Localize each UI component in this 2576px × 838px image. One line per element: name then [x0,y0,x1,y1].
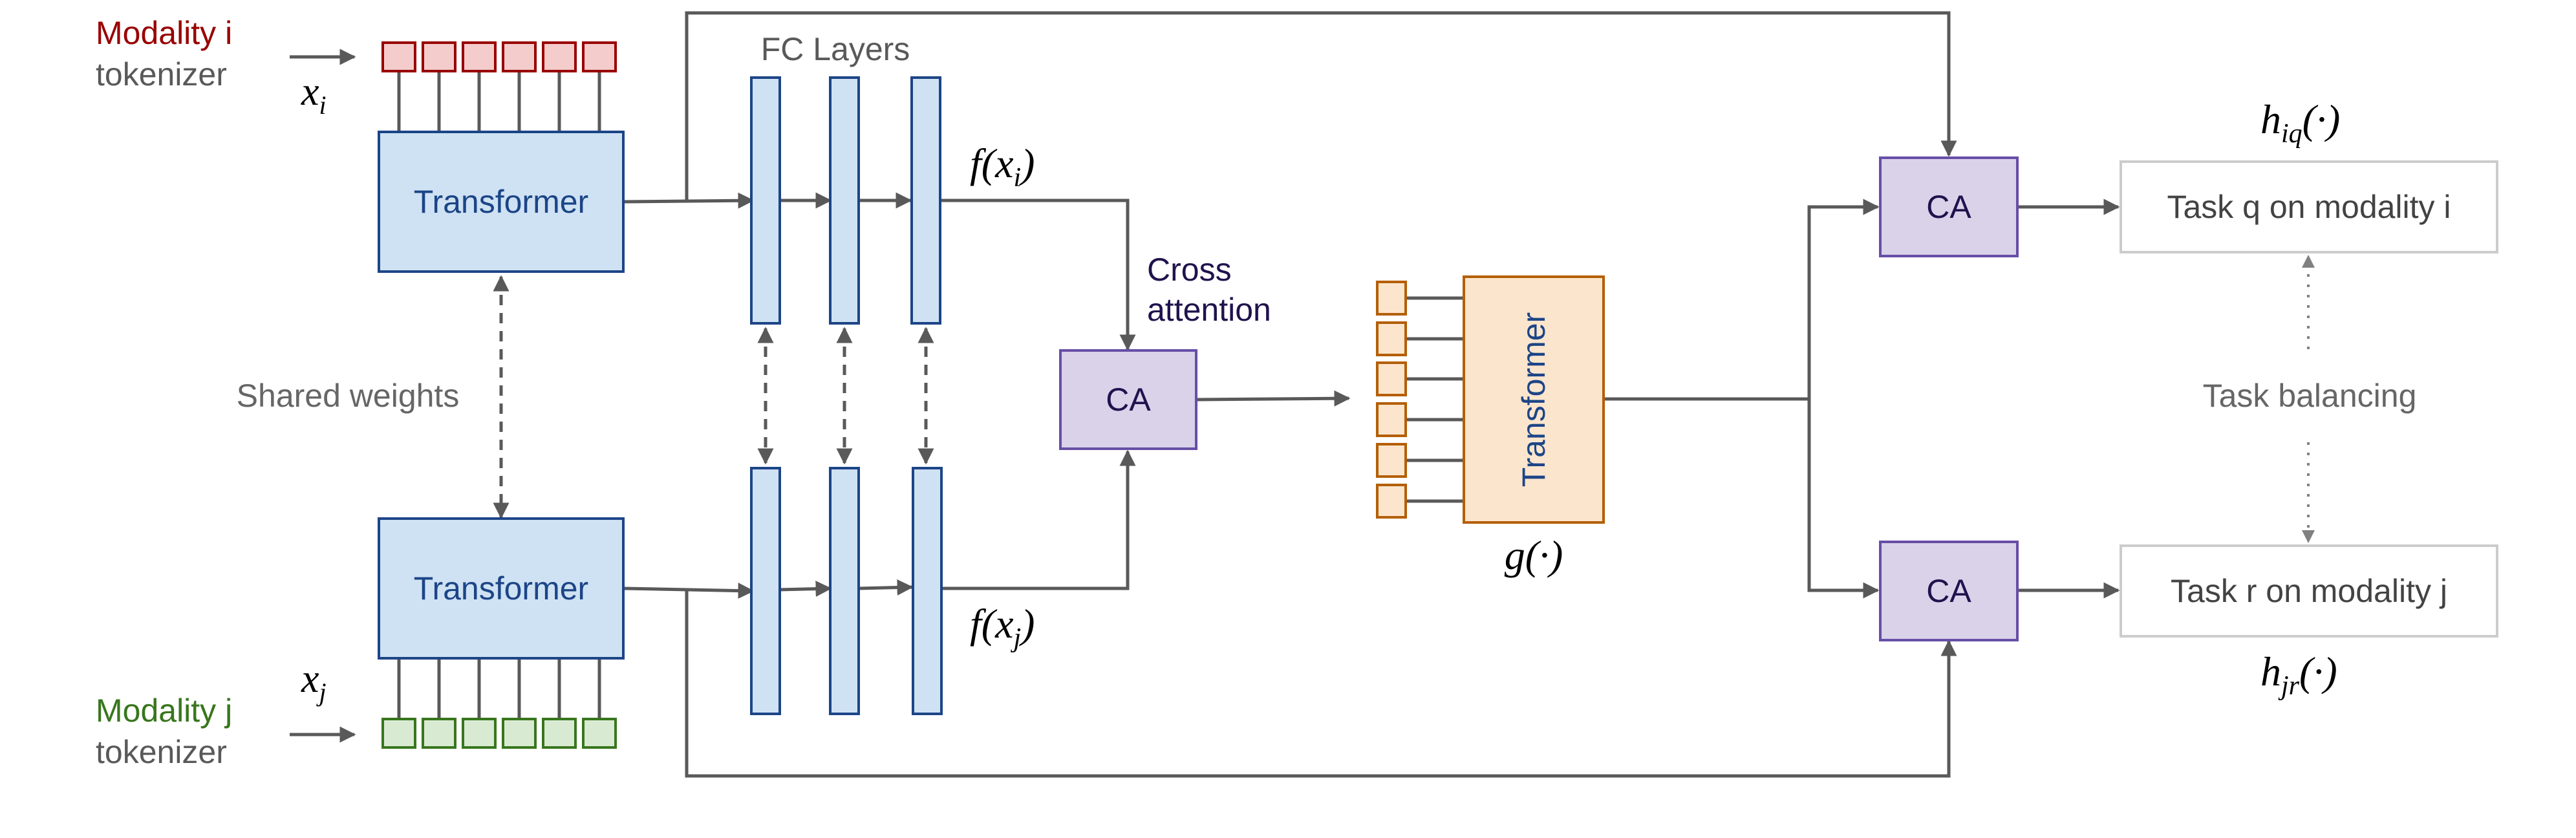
fc-layer [910,76,941,325]
ca-top-label: CA [1926,189,1971,225]
token [582,41,617,72]
encoder-bottom-label: Transformer [414,570,588,607]
token [1376,361,1407,396]
fusion-transformer: Transformer [1463,275,1605,524]
modality-j-tokens [381,718,617,749]
input-var-i: xi [301,70,327,120]
ca-bottom-label: CA [1926,573,1971,609]
modality-j-name: Modality j [96,693,232,729]
encoder-bottom: Transformer [378,517,625,660]
input-var-j: xj [301,657,327,707]
task-top: Task q on modality i [2120,160,2498,253]
modality-i-name: Modality i [96,15,232,51]
feature-i-link [940,199,1136,351]
fc-layer [912,467,943,715]
connectors [290,11,2315,778]
token [542,41,577,72]
token [502,41,537,72]
modality-j-tokenizer: tokenizer [96,734,227,770]
fusion-transformer-box [1463,275,1605,524]
token [422,718,456,749]
token-stems-i [397,71,601,132]
task-bottom-box [2120,544,2498,638]
token [1376,443,1407,478]
ca-top-box [1879,156,2019,257]
task-top-label: Task q on modality i [2167,189,2451,225]
token [381,718,416,749]
feature-i-label: f(xi) [970,140,1035,193]
shared-weights-label: Shared weights [237,378,460,414]
token [1376,321,1407,356]
token [582,718,617,749]
feature-j-label: f(xj) [970,601,1035,653]
token [462,718,497,749]
token-stems-j [397,658,601,719]
fc-layers-label: FC Layers [761,31,910,67]
encoder-top: Transformer [378,131,625,273]
task-bottom: Task r on modality j [2120,544,2498,638]
ca-center-label: CA [1106,381,1151,418]
fc-layer [750,76,781,325]
ca-center-box [1059,349,1197,450]
fusion-transformer-label: Transformer [1516,312,1552,487]
feature-j-link [941,449,1136,590]
fusion-token-stems [1406,296,1464,503]
encoder-top-label: Transformer [414,184,588,220]
fc-layer [829,467,860,715]
fc-layers-bottom [750,467,943,715]
fusion-fn-label: g(·) [1505,532,1563,578]
task-balancing-label: Task balancing [2203,378,2417,414]
token [1376,402,1407,437]
ca-center: CA [1059,349,1197,450]
cross-attention-label: Cross attention [1147,252,1271,328]
ca-top: CA [1879,156,2019,257]
token [542,718,577,749]
token [462,41,497,72]
head-bottom-label: hjr(·) [2260,649,2337,701]
fc-layer [750,467,781,715]
fc-layer [829,76,860,325]
ca-bottom-box [1879,541,2019,641]
head-top-label: hiq(·) [2260,96,2340,149]
modality-i-tokens [381,41,617,72]
fusion-tokens [1376,281,1407,519]
modality-i-tokenizer: tokenizer [96,56,227,92]
skip-connection-top [685,11,1957,200]
token [381,41,416,72]
token [502,718,537,749]
token [422,41,456,72]
ca-bottom: CA [1879,541,2019,641]
skip-connection-bottom [685,590,1957,778]
encoder-bottom-box [378,517,625,660]
fc-layers-top [750,76,941,325]
encoder-top-box [378,131,625,273]
task-bottom-label: Task r on modality j [2171,573,2447,609]
task-top-box [2120,160,2498,253]
token [1376,484,1407,519]
token [1376,281,1407,316]
